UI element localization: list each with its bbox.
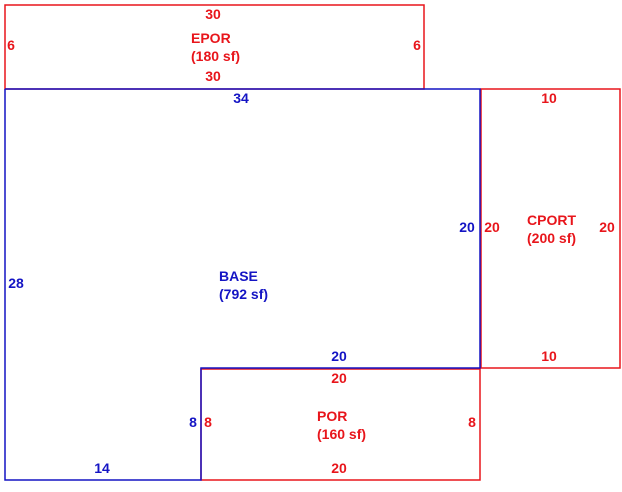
cport-dim-bottom: 10 [541, 348, 557, 364]
base-area: (792 sf) [219, 286, 268, 302]
por-dim-left: 8 [204, 414, 212, 430]
epor-dim-left: 6 [7, 37, 15, 53]
por-dim-top: 20 [331, 370, 347, 386]
cport-area: (200 sf) [527, 230, 576, 246]
por-name: POR [317, 408, 347, 424]
base-dim-bottom: 14 [94, 460, 110, 476]
epor-area: (180 sf) [191, 48, 240, 64]
base-dim-top: 34 [233, 90, 249, 106]
base-dim-left: 28 [8, 275, 24, 291]
epor-name: EPOR [191, 30, 231, 46]
epor-dim-right: 6 [413, 37, 421, 53]
cport-outline [480, 88, 621, 369]
por-dim-right: 8 [468, 414, 476, 430]
epor-dim-top: 30 [205, 6, 221, 22]
base-outline [4, 88, 481, 481]
por-dim-bottom: 20 [331, 460, 347, 476]
cport-dim-left: 20 [484, 219, 500, 235]
por-area: (160 sf) [317, 426, 366, 442]
epor-dim-bottom: 30 [205, 68, 221, 84]
base-dim-right: 20 [459, 219, 475, 235]
base-name: BASE [219, 268, 258, 284]
base-dim-inner-horizontal: 20 [331, 348, 347, 364]
cport-dim-top: 10 [541, 90, 557, 106]
cport-dim-right: 20 [599, 219, 615, 235]
cport-name: CPORT [527, 212, 576, 228]
base-dim-inner-vertical: 8 [189, 414, 197, 430]
